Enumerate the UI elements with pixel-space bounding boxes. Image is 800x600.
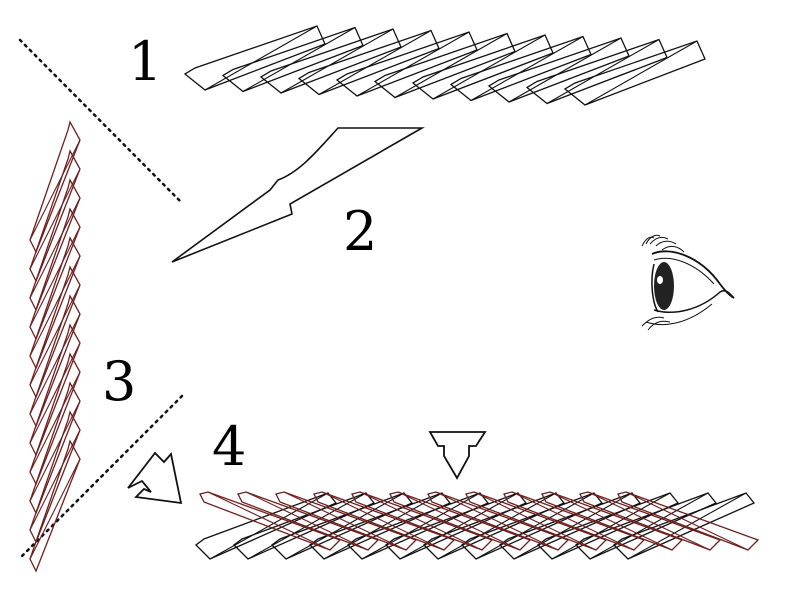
wedge-4-red-3 (313, 491, 456, 551)
wedge-3-1-ridge (29, 168, 81, 270)
step-label-4: 4 (212, 415, 246, 478)
wedge-3-3-ridge (29, 226, 81, 328)
wedge-4-red-8-ridge (511, 491, 635, 551)
wedge-1-5-ridge (394, 33, 508, 98)
wedge-4-red-10 (579, 491, 722, 551)
wedge-1-2 (259, 28, 402, 94)
wedge-3-5 (29, 265, 81, 399)
wedge-stack-1 (183, 25, 706, 106)
wedge-4-red-11-ridge (625, 491, 749, 551)
wedge-4-black-8 (499, 492, 642, 560)
wedge-3-2-ridge (29, 197, 81, 299)
wedge-1-4-ridge (356, 31, 470, 97)
eye-icon (641, 234, 735, 331)
wedge-3-7-ridge (29, 342, 81, 444)
wedge-1-7 (449, 35, 592, 102)
wedge-3-10 (29, 410, 81, 544)
wedge-1-3 (297, 29, 440, 96)
wedge-4-red-9-ridge (549, 491, 673, 551)
down-arrow-icon (428, 431, 487, 480)
wedge-4-black-11-ridge (627, 492, 747, 560)
wedge-4-black-10-ridge (589, 492, 709, 560)
wedge-1-8 (487, 37, 630, 103)
wedge-1-0-ridge (204, 25, 318, 91)
wedge-3-4-ridge (29, 255, 81, 357)
wedge-3-9 (29, 381, 81, 515)
wedge-1-4 (335, 31, 478, 97)
wedge-4-black-2 (271, 492, 414, 560)
wedge-1-9-ridge (546, 39, 660, 104)
wedge-3-5-ridge (29, 284, 81, 386)
wedge-4-black-9 (537, 492, 680, 560)
dotted-divider-bottom (18, 394, 184, 560)
wedge-4-black-3 (309, 492, 452, 560)
wedge-4-red-2-ridge (283, 491, 407, 551)
wedge-4-red-6 (427, 491, 570, 551)
wedge-1-10 (563, 40, 706, 106)
wedge-1-5 (373, 32, 516, 99)
step-label-3: 3 (102, 350, 136, 413)
wedge-3-7 (29, 323, 81, 457)
step-label-1: 1 (128, 30, 162, 93)
wedge-4-black-4 (347, 492, 490, 560)
wedge-3-0 (29, 120, 81, 254)
wedge-stack-4 (195, 491, 760, 560)
wedge-4-black-7 (461, 492, 604, 560)
wedge-4-black-0 (195, 492, 338, 560)
step-label-2: 2 (343, 200, 377, 263)
wedge-4-red-1 (237, 491, 380, 551)
wedge-1-6-ridge (432, 34, 546, 100)
wedge-4-black-11 (613, 492, 756, 560)
wedge-4-red-6-ridge (435, 491, 559, 551)
wedge-4-red-5-ridge (397, 491, 521, 551)
wedge-4-black-10 (575, 492, 718, 560)
wedge-3-9-ridge (29, 400, 81, 502)
wedge-3-6-ridge (29, 313, 81, 415)
wedge-3-0-ridge (29, 139, 81, 241)
wedge-1-2-ridge (280, 28, 394, 94)
wedge-4-black-6 (423, 492, 566, 560)
wedge-3-11 (29, 439, 81, 573)
diagonal-arrow-icon (127, 451, 183, 505)
wedge-4-red-8 (503, 491, 646, 551)
dotted-divider-top (18, 38, 184, 205)
wedge-4-red-1-ridge (245, 491, 369, 551)
lightning-bolt-icon (171, 127, 425, 263)
wedge-4-red-2 (275, 491, 418, 551)
wedge-4-black-5 (385, 492, 528, 560)
wedge-3-11-ridge (29, 458, 81, 560)
wedge-1-8-ridge (508, 37, 622, 103)
wedge-3-2 (29, 178, 81, 312)
wedge-3-4 (29, 236, 81, 370)
wedge-1-7-ridge (470, 36, 584, 101)
wedge-4-red-0-ridge (207, 491, 331, 551)
wedge-1-9 (525, 38, 668, 105)
wedge-4-red-0 (199, 491, 342, 551)
wedge-stack-3 (29, 120, 81, 573)
wedge-1-1 (221, 26, 364, 93)
wedge-3-6 (29, 294, 81, 428)
wedge-4-red-4 (351, 491, 494, 551)
wedge-1-0 (183, 25, 326, 91)
wedge-4-red-5 (389, 491, 532, 551)
wedge-4-red-7 (465, 491, 608, 551)
wedge-3-10-ridge (29, 429, 81, 531)
wedge-1-3-ridge (318, 30, 432, 95)
wedge-3-8-ridge (29, 371, 81, 473)
wedge-4-red-4-ridge (359, 491, 483, 551)
wedge-4-red-11 (617, 491, 760, 551)
wedge-3-1 (29, 149, 81, 283)
wedge-4-red-3-ridge (321, 491, 445, 551)
wedge-4-red-7-ridge (473, 491, 597, 551)
wedge-1-6 (411, 34, 554, 100)
wedge-1-1-ridge (242, 27, 356, 92)
wedge-1-10-ridge (584, 40, 698, 106)
wedge-4-red-10-ridge (587, 491, 711, 551)
wedge-3-8 (29, 352, 81, 486)
wedge-4-black-1 (233, 492, 376, 560)
wedge-3-3 (29, 207, 81, 341)
wedge-4-red-9 (541, 491, 684, 551)
